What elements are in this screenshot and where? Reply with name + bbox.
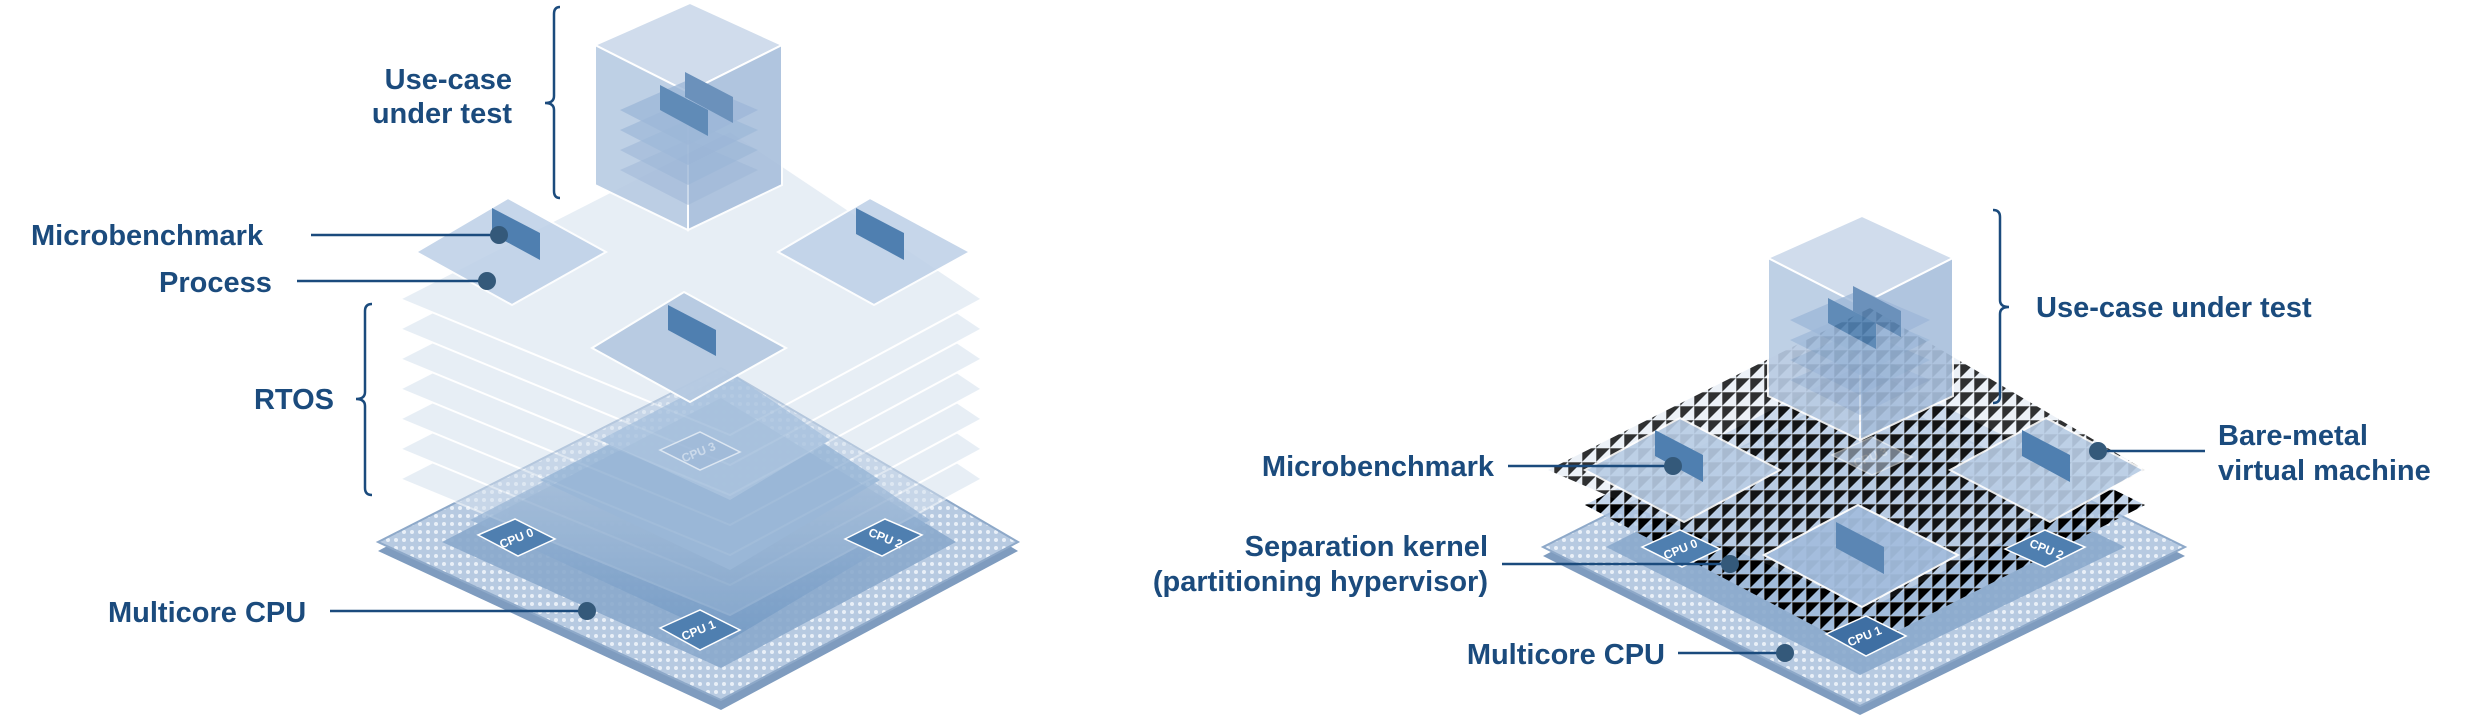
left-microbenchmark-label: Microbenchmark bbox=[31, 220, 264, 252]
left-use-case-label-line1: Use-case bbox=[385, 64, 512, 96]
left-core-cpu-0: CPU 0 bbox=[476, 518, 557, 557]
right-vm-bare-metal bbox=[1947, 416, 2147, 524]
right-separation-kernel-label-line1: Separation kernel bbox=[1245, 531, 1488, 563]
left-microbenchmark-dot bbox=[490, 226, 508, 244]
right-use-case-label: Use-case under test bbox=[2036, 292, 2312, 324]
left-multicore-label: Multicore CPU bbox=[108, 597, 306, 629]
left-rtos-label: RTOS bbox=[254, 384, 334, 416]
right-core-cpu-3: CPU 3 bbox=[1830, 436, 1914, 476]
right-bare-metal-label-line1: Bare-metal bbox=[2218, 420, 2368, 452]
right-separation-kernel-dot bbox=[1721, 555, 1739, 573]
left-core-cpu-1: CPU 1 bbox=[658, 609, 742, 651]
right-process-block bbox=[775, 196, 973, 307]
left-rtos-brace bbox=[355, 302, 373, 497]
left-process-label: Process bbox=[159, 267, 272, 299]
right-microbenchmark-label: Microbenchmark bbox=[1262, 451, 1495, 483]
right-vm-center bbox=[1761, 503, 1961, 609]
left-core-cpu-2: CPU 2 bbox=[843, 518, 924, 557]
right-microbenchmark-dot bbox=[1664, 457, 1682, 475]
right-vm-left bbox=[1582, 416, 1783, 524]
left-process-block bbox=[413, 196, 609, 307]
left-multicore-dot bbox=[578, 602, 596, 620]
right-core-cpu-1: CPU 1 bbox=[1824, 615, 1908, 657]
right-use-case-cube bbox=[1765, 214, 1956, 442]
right-multicore-label: Multicore CPU bbox=[1467, 639, 1665, 671]
right-multicore-dot bbox=[1776, 644, 1794, 662]
right-bare-metal-dot bbox=[2089, 442, 2107, 460]
left-process-center bbox=[590, 290, 789, 404]
right-core-cpu-2: CPU 2 bbox=[2003, 529, 2087, 568]
left-use-case-brace bbox=[544, 5, 561, 200]
left-process-dot bbox=[478, 272, 496, 290]
left-use-case-cube bbox=[592, 1, 785, 232]
right-bare-metal-label-line2: virtual machine bbox=[2218, 455, 2431, 487]
right-diagram: CPU 0 CPU 2 CPU 1 CPU 3 bbox=[1153, 208, 2431, 715]
left-use-case-label-line2: under test bbox=[372, 98, 513, 130]
right-core-cpu-0: CPU 0 bbox=[1640, 529, 1722, 568]
right-separation-kernel-label-line2: (partitioning hypervisor) bbox=[1153, 566, 1488, 598]
left-central-pyramid bbox=[470, 372, 930, 640]
left-core-cpu-3: CPU 3 bbox=[658, 431, 742, 471]
right-use-case-brace bbox=[1992, 208, 2010, 405]
left-diagram: CPU 0 CPU 2 CPU 1 CPU 3 bbox=[31, 1, 1021, 710]
